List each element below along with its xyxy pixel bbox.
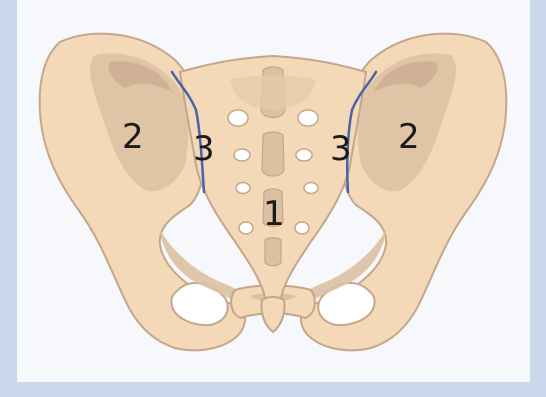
label-ilium-right: 2: [398, 117, 420, 157]
label-si-joint-left: 3: [193, 129, 215, 169]
label-ilium-left: 2: [122, 117, 144, 157]
label-sacrum: 1: [263, 194, 285, 234]
label-si-joint-right: 3: [330, 129, 352, 169]
coccyx: [261, 297, 284, 332]
